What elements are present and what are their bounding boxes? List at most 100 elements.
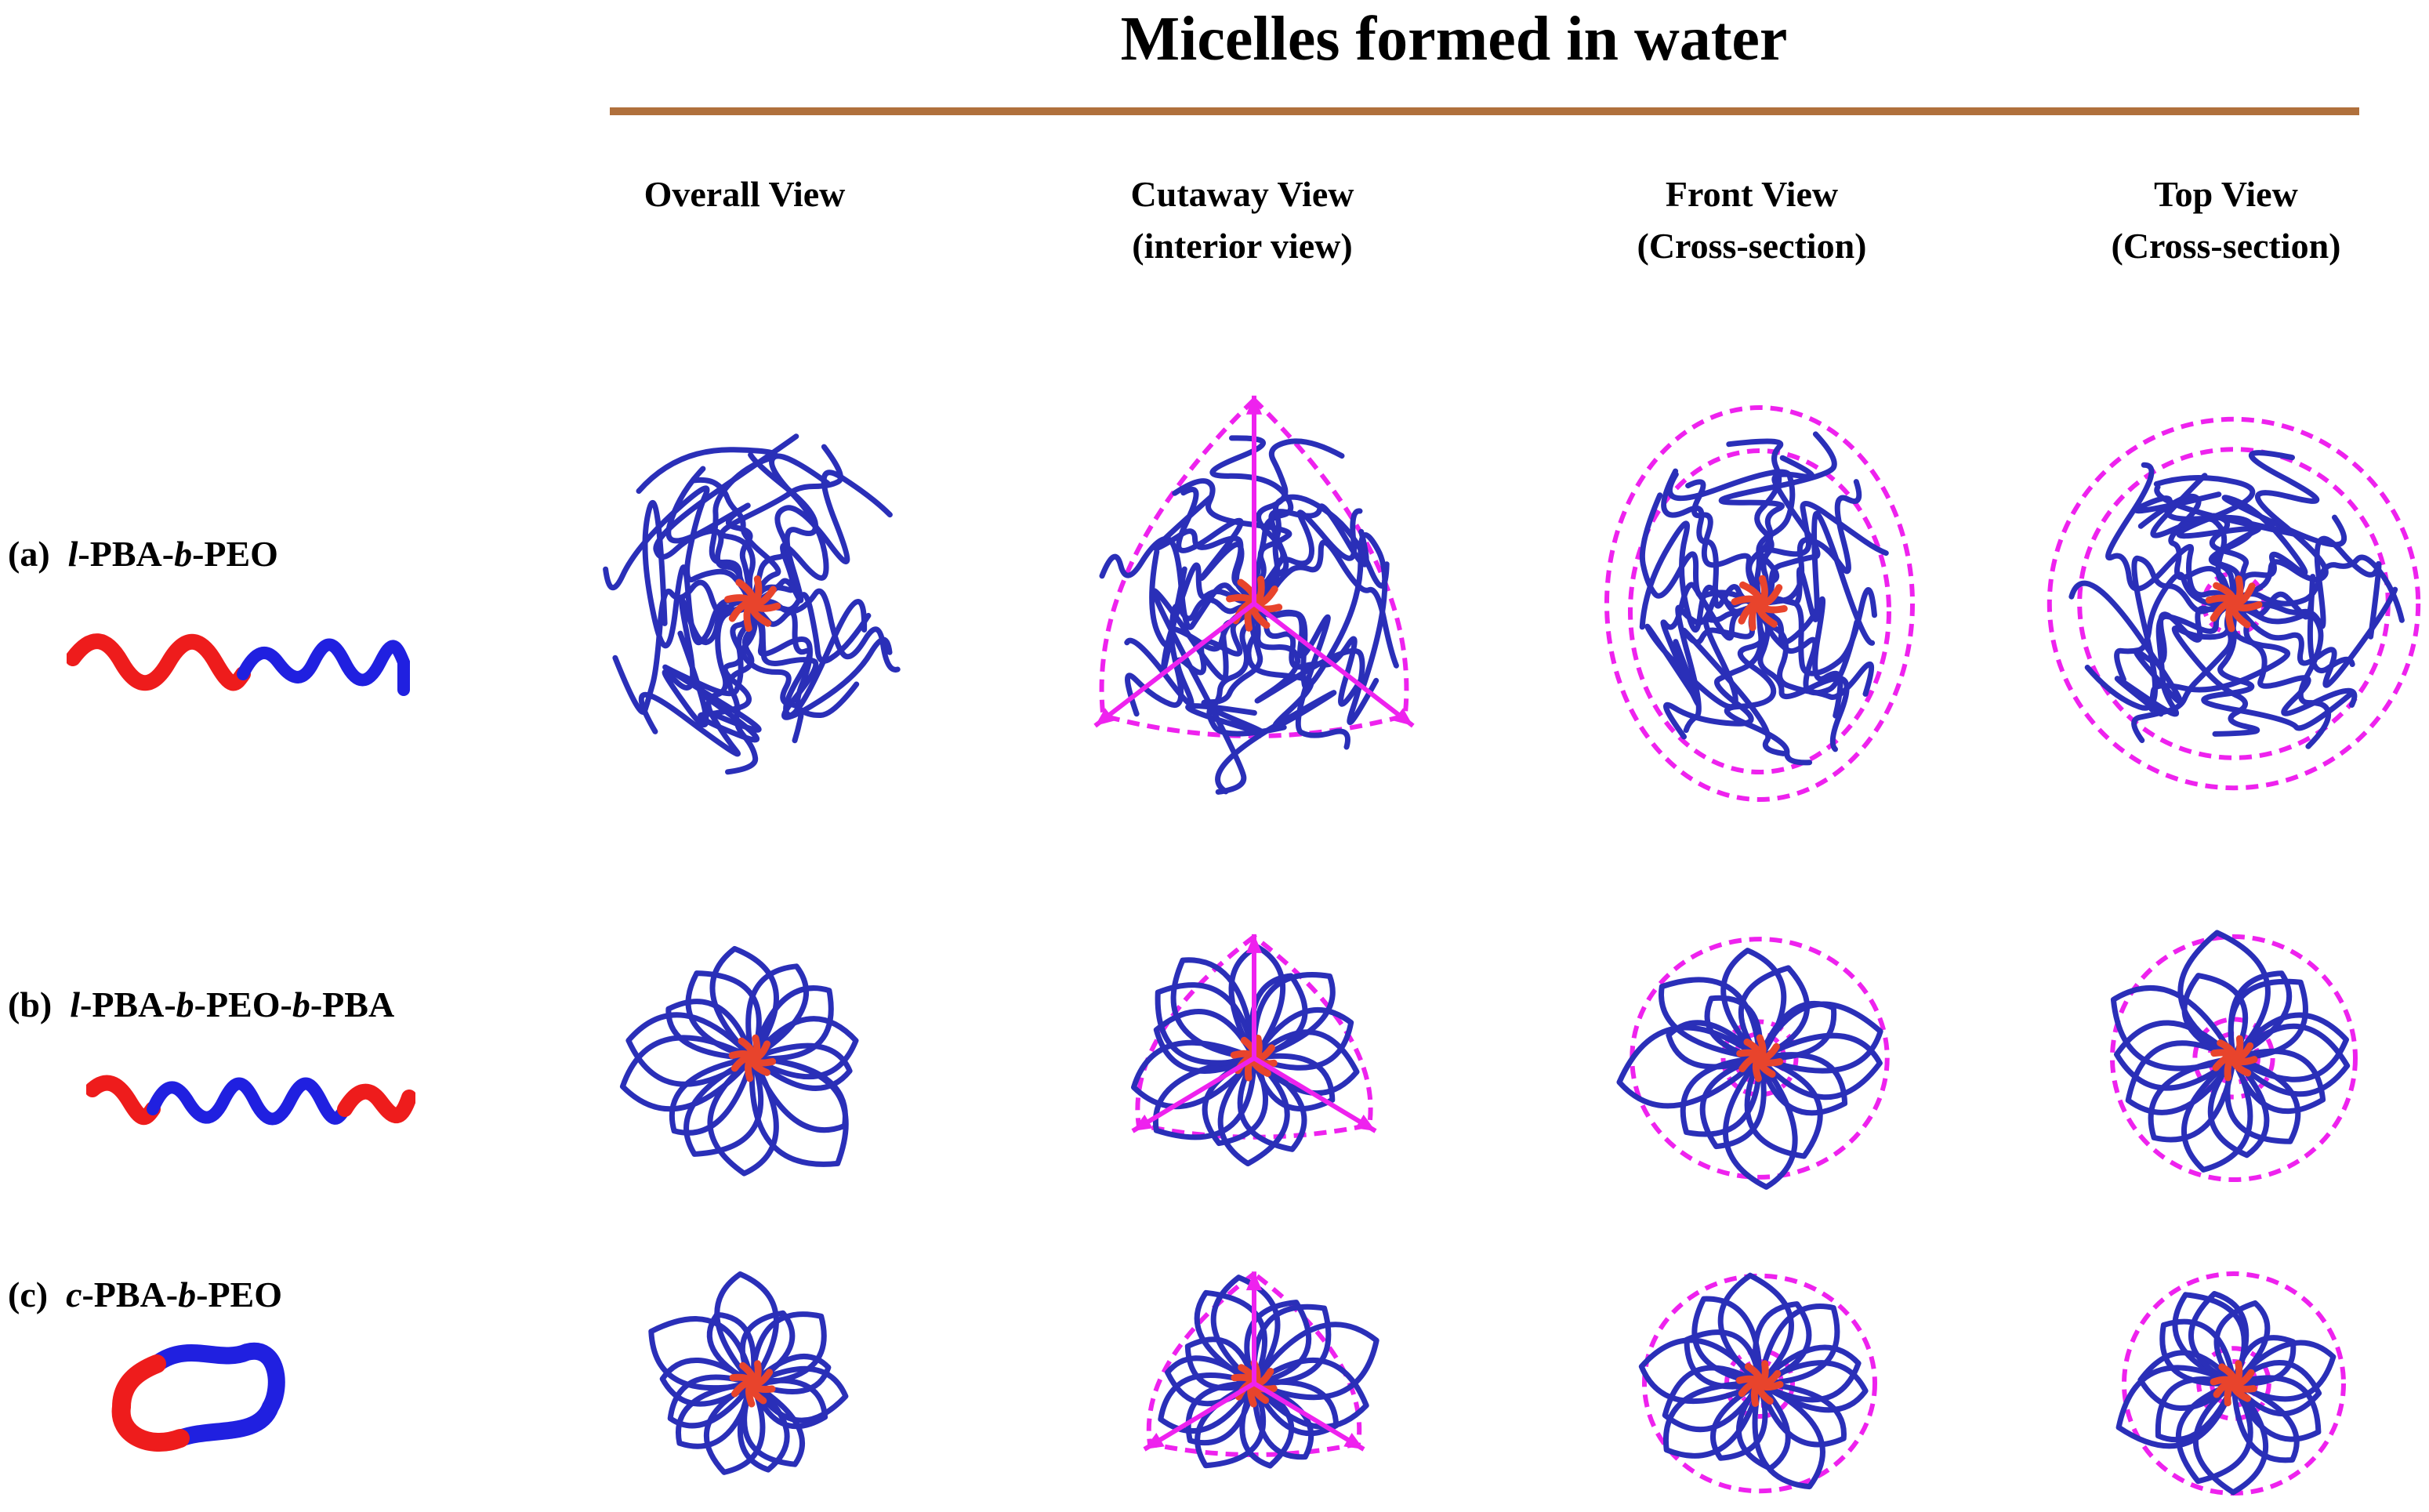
axis-arrow xyxy=(1253,601,1415,728)
name-part: c xyxy=(66,1275,82,1314)
peo-chain xyxy=(1639,520,1763,633)
micelle-row1-col3 xyxy=(2110,930,2358,1182)
peo-chain xyxy=(1124,600,1257,707)
column-header-overall: Overall View xyxy=(525,169,964,220)
peo-loop xyxy=(1666,1020,1762,1070)
peo-loop xyxy=(685,970,762,1061)
peo-loop xyxy=(1252,1006,1354,1071)
pba-block xyxy=(337,1083,415,1124)
peo-loop xyxy=(669,1055,756,1136)
peo-loop xyxy=(1699,1055,1767,1150)
peo-chain xyxy=(1660,582,1763,707)
name-part: -PEO xyxy=(192,534,278,574)
peo-loop xyxy=(714,1271,779,1386)
peo-loop xyxy=(1744,1055,1823,1159)
column-header-top: Top View (Cross-section) xyxy=(2007,169,2429,272)
peo-loop xyxy=(1194,1289,1268,1387)
pba-core xyxy=(1750,594,1769,613)
peo-loop xyxy=(2188,1291,2250,1387)
peo-chain xyxy=(1756,600,1850,752)
row-label-b: (b) l-PBA-b-PEO-b-PBA xyxy=(8,984,541,1025)
peo-loop xyxy=(1753,1301,1812,1387)
peo-chain xyxy=(662,596,756,727)
micelle-row0-col0 xyxy=(603,433,901,775)
peo-loop xyxy=(1756,1052,1848,1116)
peo-chain xyxy=(2201,600,2353,731)
pba-core xyxy=(1752,1376,1767,1391)
peo-loop xyxy=(2231,1380,2300,1463)
peo-loop xyxy=(2125,1040,2236,1115)
pba-block xyxy=(111,1354,190,1452)
peo-chain xyxy=(2153,474,2261,607)
column-header-line1: Front View xyxy=(1665,174,1839,214)
peo-loop xyxy=(2181,973,2249,1061)
peo-chain xyxy=(1724,600,1813,766)
row-prefix: (c) xyxy=(8,1275,49,1314)
arrow-head xyxy=(1245,395,1263,415)
axis-arrow xyxy=(1253,1381,1365,1452)
peo-loop xyxy=(1237,1056,1307,1152)
name-part: -PBA- xyxy=(78,534,175,574)
peo-loop xyxy=(1251,1304,1332,1387)
peo-chain xyxy=(642,499,756,649)
row-label-c: (c) c-PBA-b-PEO xyxy=(8,1274,541,1315)
peo-loop xyxy=(1217,1056,1290,1166)
peo-loop xyxy=(1170,957,1257,1061)
column-header-line1: Cutaway View xyxy=(1130,174,1354,214)
peo-loop xyxy=(2213,1300,2271,1386)
peo-loop xyxy=(1638,1337,1762,1405)
peo-chain xyxy=(1756,479,1862,607)
peo-loop xyxy=(1155,982,1257,1066)
peo-loop xyxy=(1756,1380,1847,1448)
pba-core xyxy=(1752,1050,1767,1066)
peo-chain xyxy=(636,447,778,607)
boundary-ellipse xyxy=(1720,1019,1799,1097)
peo-loop xyxy=(1758,1360,1869,1413)
peo-chain xyxy=(1639,492,1763,607)
peo-loop xyxy=(2148,1055,2237,1143)
polymer-schematic-c xyxy=(111,1342,285,1452)
name-part: -PEO xyxy=(196,1275,283,1314)
peo-loop xyxy=(2193,1381,2269,1496)
peo-loop xyxy=(1252,1322,1379,1401)
name-part: b xyxy=(174,534,193,574)
peo-chain xyxy=(1206,600,1287,737)
peo-loop xyxy=(1158,1372,1256,1434)
column-header-line1: Top View xyxy=(2154,174,2298,214)
micelle-row2-col1 xyxy=(1143,1271,1379,1469)
arrow-head xyxy=(1343,1432,1364,1449)
axis-arrow xyxy=(1253,1056,1377,1133)
peo-chain xyxy=(1718,431,1837,607)
peo-chain xyxy=(2105,462,2237,607)
pba-core xyxy=(745,1376,760,1391)
peo-block xyxy=(237,638,410,696)
micelle-row0-col3 xyxy=(2047,416,2421,791)
peo-chain xyxy=(1215,600,1337,795)
arrow-head xyxy=(1355,1114,1376,1131)
peo-loop xyxy=(750,1016,859,1080)
arrow-head xyxy=(1095,708,1115,726)
peo-loop xyxy=(667,1374,755,1429)
column-header-front: Front View (Cross-section) xyxy=(1532,169,1971,272)
pba-core xyxy=(743,594,762,613)
peo-chain xyxy=(2150,473,2237,607)
peo-chain xyxy=(1251,539,1399,669)
peo-chain xyxy=(1153,495,1257,607)
micelle-row1-col1 xyxy=(1131,934,1377,1166)
peo-chain xyxy=(749,470,893,607)
pba-core xyxy=(2226,1050,2242,1066)
peo-loop xyxy=(1735,1381,1791,1471)
column-header-line1: Overall View xyxy=(644,174,846,214)
peo-chain xyxy=(1251,600,1379,726)
peo-chain xyxy=(1644,600,1763,710)
peo-chain xyxy=(1172,478,1292,607)
boundary-ellipse xyxy=(1642,1273,1877,1494)
micelle-row2-col0 xyxy=(648,1271,849,1475)
peo-chain xyxy=(1160,562,1257,673)
axis-arrow xyxy=(1093,601,1256,728)
peo-chain xyxy=(1251,508,1363,607)
row-prefix: (a) xyxy=(8,534,50,574)
name-part: -PBA- xyxy=(82,1275,179,1314)
peo-loop xyxy=(2137,1350,2236,1411)
peo-loop xyxy=(703,1380,766,1475)
